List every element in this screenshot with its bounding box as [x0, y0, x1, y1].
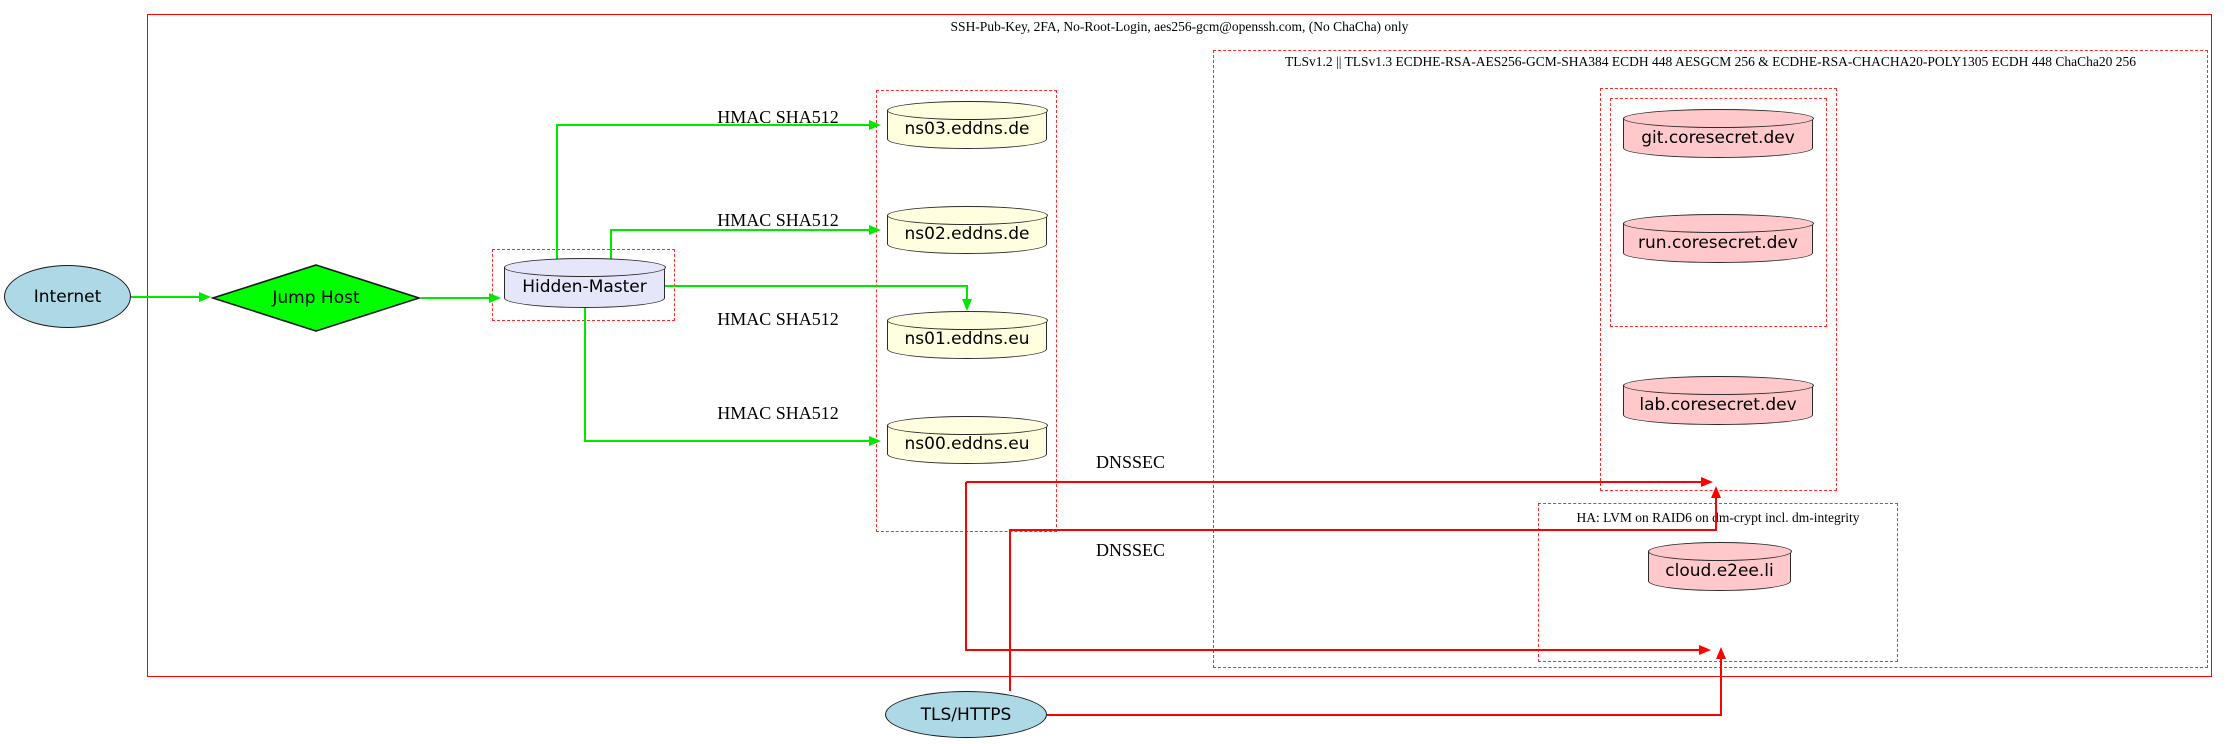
cloud-e2ee-node: cloud.e2ee.li [1647, 542, 1792, 591]
lab-coresecret-node: lab.coresecret.dev [1622, 376, 1814, 425]
git-node-label: git.coresecret.dev [1641, 127, 1795, 148]
tls-https-node-label: TLS/HTTPS [920, 704, 1012, 725]
coresecret-inner-cluster-box [1610, 98, 1827, 327]
hmac-label-ns00: HMAC SHA512 [717, 403, 839, 423]
dnssec-label-2: DNSSEC [1095, 540, 1166, 560]
hmac-label-ns02: HMAC SHA512 [717, 210, 839, 230]
internet-node-label: Internet [33, 286, 102, 307]
hmac-label-ns01: HMAC SHA512 [717, 309, 839, 329]
lab-node-label: lab.coresecret.dev [1639, 394, 1797, 415]
hidden-master-node: Hidden-Master [503, 258, 666, 308]
ns02-node-label: ns02.eddns.de [904, 224, 1030, 244]
ns03-node: ns03.eddns.de [886, 101, 1048, 149]
ns02-node: ns02.eddns.de [886, 206, 1048, 254]
diamond-shape [211, 264, 421, 332]
run-node-label: run.coresecret.dev [1638, 232, 1798, 253]
tls-cluster-label: TLSv1.2 || TLSv1.3 ECDHE-RSA-AES256-GCM-… [1285, 54, 2136, 69]
cloud-node-label: cloud.e2ee.li [1665, 560, 1774, 581]
ns03-node-label: ns03.eddns.de [904, 119, 1030, 139]
ns01-node: ns01.eddns.eu [886, 311, 1048, 359]
ssh-cluster-label: SSH-Pub-Key, 2FA, No-Root-Login, aes256-… [950, 19, 1409, 34]
hmac-label-ns03: HMAC SHA512 [717, 107, 839, 127]
dnssec-label-1: DNSSEC [1095, 452, 1166, 472]
jump-host-node-label: Jump Host [272, 288, 360, 308]
hidden-master-node-label: Hidden-Master [522, 277, 647, 297]
git-coresecret-node: git.coresecret.dev [1622, 109, 1814, 158]
run-coresecret-node: run.coresecret.dev [1622, 214, 1814, 263]
ns01-node-label: ns01.eddns.eu [904, 329, 1030, 349]
ns00-node-label: ns00.eddns.eu [904, 434, 1030, 454]
tls-https-node: TLS/HTTPS [885, 691, 1047, 738]
internet-node: Internet [4, 265, 131, 328]
ns00-node: ns00.eddns.eu [886, 416, 1048, 464]
jump-host-node: Jump Host [211, 264, 421, 332]
ha-cluster-label: HA: LVM on RAID6 on dm-crypt incl. dm-in… [1576, 510, 1860, 525]
